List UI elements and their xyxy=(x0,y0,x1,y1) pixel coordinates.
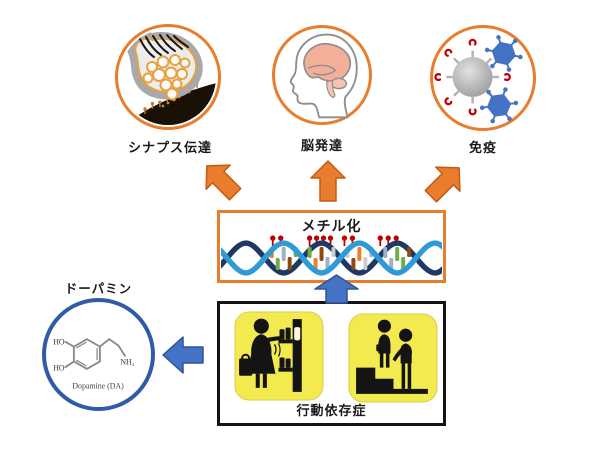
virus-icon xyxy=(484,35,523,72)
brainstem xyxy=(326,79,336,98)
arrow-methylation-to-brain xyxy=(310,160,346,202)
synapse-icon xyxy=(122,31,216,125)
immune-circle xyxy=(430,25,536,131)
methylation-box: メチル化 xyxy=(217,210,446,283)
figure-standing xyxy=(392,328,413,389)
brain-fold xyxy=(307,64,337,76)
arrow-addiction-to-dopamine xyxy=(162,336,204,374)
brain-label: 脳発達 xyxy=(300,138,343,153)
addiction-box: 行動依存症 xyxy=(217,301,446,426)
benzene-ring xyxy=(64,338,126,370)
brain-shape xyxy=(303,42,352,82)
immune-cell xyxy=(452,57,493,98)
synaptic-vesicles xyxy=(142,54,191,101)
synapse-circle xyxy=(115,24,221,130)
brain-icon xyxy=(289,33,358,119)
virus-icon xyxy=(479,87,519,124)
methyl-marks xyxy=(270,235,399,247)
stairs xyxy=(356,367,428,394)
arrow-addiction-to-methylation xyxy=(314,274,359,304)
cerebellum xyxy=(330,77,348,90)
shelf xyxy=(292,319,302,392)
synapse-label: シナプス伝達 xyxy=(127,140,212,155)
immune-icon xyxy=(434,35,523,124)
arrow-methylation-to-immune xyxy=(424,166,461,203)
dopamine-structure: HO HO NH₂ Dopamine (DA) xyxy=(53,338,135,391)
microtubule-lines xyxy=(139,34,189,58)
dopamine-caption: Dopamine (DA) xyxy=(72,381,124,390)
methylation-label: メチル化 xyxy=(301,218,362,234)
stairs-pictogram xyxy=(348,313,438,403)
dopamine-circle: HO HO NH₂ Dopamine (DA) xyxy=(42,298,155,411)
dopamine-label: ドーパミン xyxy=(64,282,133,296)
hydroxyl-top-label: HO xyxy=(53,338,65,347)
dna-methylation-illustration xyxy=(221,235,442,276)
shopping-bag xyxy=(239,358,253,376)
immune-label: 免疫 xyxy=(468,140,497,155)
shopping-pictogram xyxy=(234,311,324,401)
brain-circle xyxy=(272,25,372,125)
amine-label: NH₂ xyxy=(120,357,134,366)
arrow-methylation-to-synapse xyxy=(205,164,242,201)
shopper-figure xyxy=(239,318,281,388)
hydroxyl-bottom-label: HO xyxy=(53,364,65,373)
figure-on-stairs xyxy=(376,319,391,368)
addiction-label: 行動依存症 xyxy=(296,403,367,418)
dna-strand-light xyxy=(221,240,442,276)
